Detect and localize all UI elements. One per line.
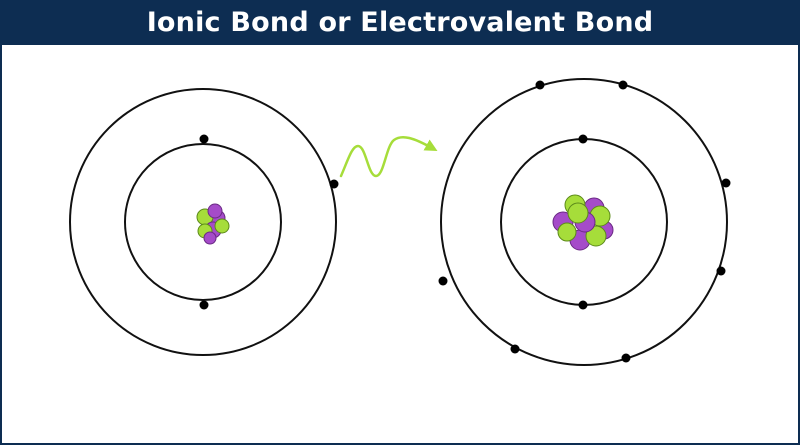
nucleus [552, 194, 614, 251]
electron-transfer-arrow-icon [339, 136, 438, 178]
neutron [207, 203, 223, 219]
electron [618, 80, 628, 90]
proton [557, 222, 577, 242]
electron [578, 134, 588, 144]
electron [199, 134, 209, 144]
outer-shell [440, 78, 728, 366]
electron [510, 344, 520, 354]
electron [621, 353, 631, 363]
neutron [203, 231, 217, 245]
frame-border-bottom [0, 443, 800, 445]
title-banner: Ionic Bond or Electrovalent Bond [0, 0, 800, 45]
frame-border-right [798, 45, 800, 445]
donor-atom [69, 88, 339, 356]
electron [535, 80, 545, 90]
proton [214, 218, 230, 234]
page-title: Ionic Bond or Electrovalent Bond [146, 7, 654, 38]
electron [199, 300, 209, 310]
outer-shell [69, 88, 337, 356]
frame-border-left [0, 45, 2, 445]
electron [329, 179, 339, 189]
electron [716, 266, 726, 276]
nucleus [196, 203, 230, 245]
electron [578, 300, 588, 310]
proton [567, 202, 589, 224]
inner-shell [124, 143, 282, 301]
proton [585, 225, 607, 247]
electron [438, 276, 448, 286]
electron [721, 178, 731, 188]
acceptor-atom [438, 78, 731, 366]
